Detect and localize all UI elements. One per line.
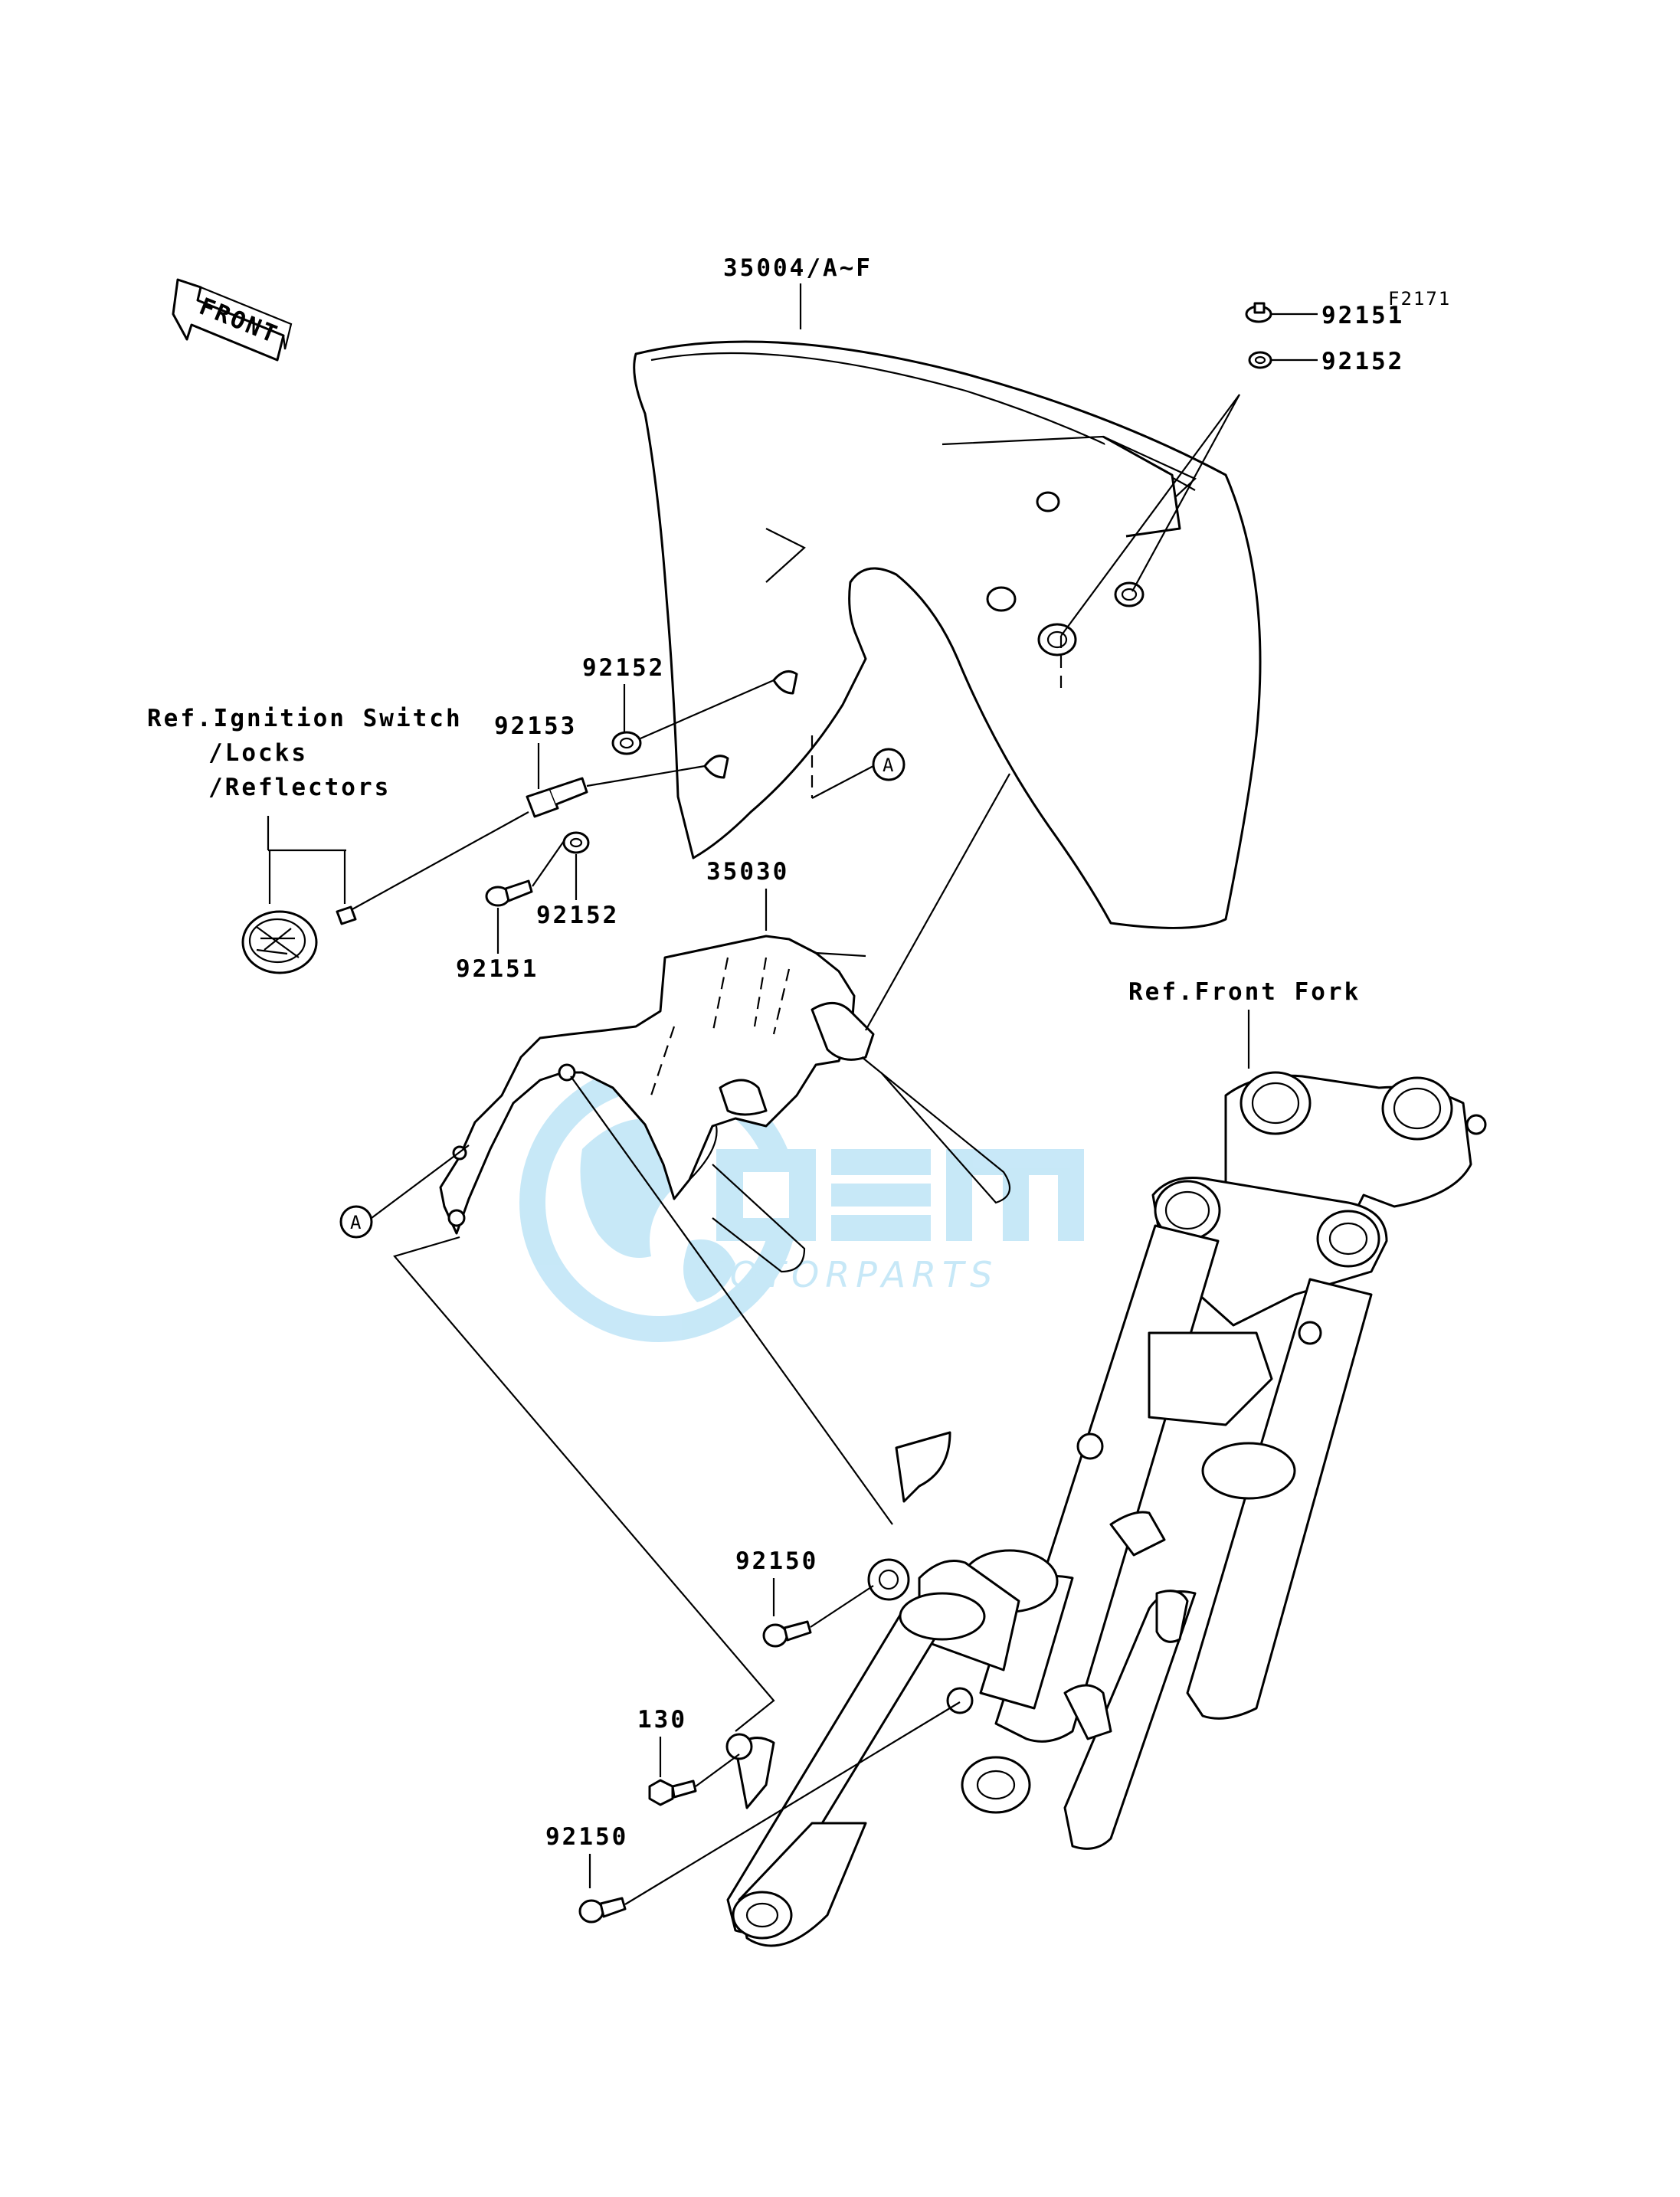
connector-a-lower: A xyxy=(339,1144,470,1239)
front-fender xyxy=(633,340,1262,929)
ref-ignition-line1: Ref.Ignition Switch xyxy=(147,705,463,732)
bolt-92150-upper-label: 92150 xyxy=(735,1547,818,1575)
bolt-92151-top-icon xyxy=(1245,302,1272,323)
connector-a-lower-label: A xyxy=(350,1212,362,1233)
bolt-130-label: 130 xyxy=(637,1706,687,1734)
reflector-icon xyxy=(241,905,357,974)
connector-a-upper-label: A xyxy=(883,755,895,776)
bracket-part-label: 35030 xyxy=(706,858,789,886)
watermark: MOTORPARTS xyxy=(519,1063,1084,1342)
connector-a-upper: A xyxy=(811,735,905,799)
bolt-92151-left-label: 92151 xyxy=(456,955,539,983)
ref-ignition-line3: /Reflectors xyxy=(208,774,391,801)
ref-front-fork-label: Ref.Front Fork xyxy=(1128,978,1361,1006)
stud-92153-label: 92153 xyxy=(494,712,577,740)
bolt-92150-lower-label: 92150 xyxy=(545,1823,628,1851)
bolt-92150-upper-icon xyxy=(762,1620,812,1648)
washer-92152-left-lower-icon xyxy=(562,831,590,854)
figure-code: F2171 xyxy=(1388,288,1451,309)
washer-92152-top-icon xyxy=(1248,351,1272,369)
ref-ignition-line2: /Locks xyxy=(208,739,308,767)
bolt-92151-top-label: 92151 xyxy=(1321,302,1404,329)
bolt-92150-lower-icon xyxy=(578,1897,627,1924)
fender-bracket xyxy=(439,935,1011,1273)
washer-92152-top-label: 92152 xyxy=(1321,348,1404,375)
stud-92153-icon xyxy=(526,777,588,818)
bolt-92151-left-icon xyxy=(485,879,533,907)
washer-92152-left-upper-label: 92152 xyxy=(582,654,665,682)
fender-part-label: 35004/A~F xyxy=(723,254,873,282)
bolt-130-icon xyxy=(648,1779,697,1806)
washer-92152-left-lower-label: 92152 xyxy=(536,902,619,929)
washer-92152-left-upper-icon xyxy=(611,731,642,755)
front-fork xyxy=(725,1071,1487,1947)
watermark-tagline: MOTORPARTS xyxy=(693,1254,998,1295)
front-arrow-icon: FRONT xyxy=(172,278,293,362)
